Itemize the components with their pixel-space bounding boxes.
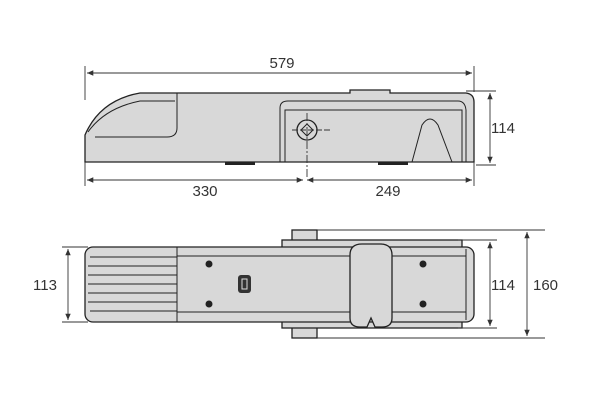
- overall-length-label: 579: [269, 55, 294, 72]
- body-width-label: 114: [491, 277, 515, 294]
- side-view: 579 330 249 114: [84, 55, 515, 200]
- front-width-label: 113: [33, 277, 57, 294]
- overall-width-label: 160: [533, 277, 558, 294]
- height-label: 114: [491, 120, 515, 137]
- rear-length-label: 249: [375, 183, 400, 200]
- release-lock-icon: [238, 275, 251, 293]
- front-length-label: 330: [192, 183, 217, 200]
- top-view: 113 114 160: [33, 229, 558, 339]
